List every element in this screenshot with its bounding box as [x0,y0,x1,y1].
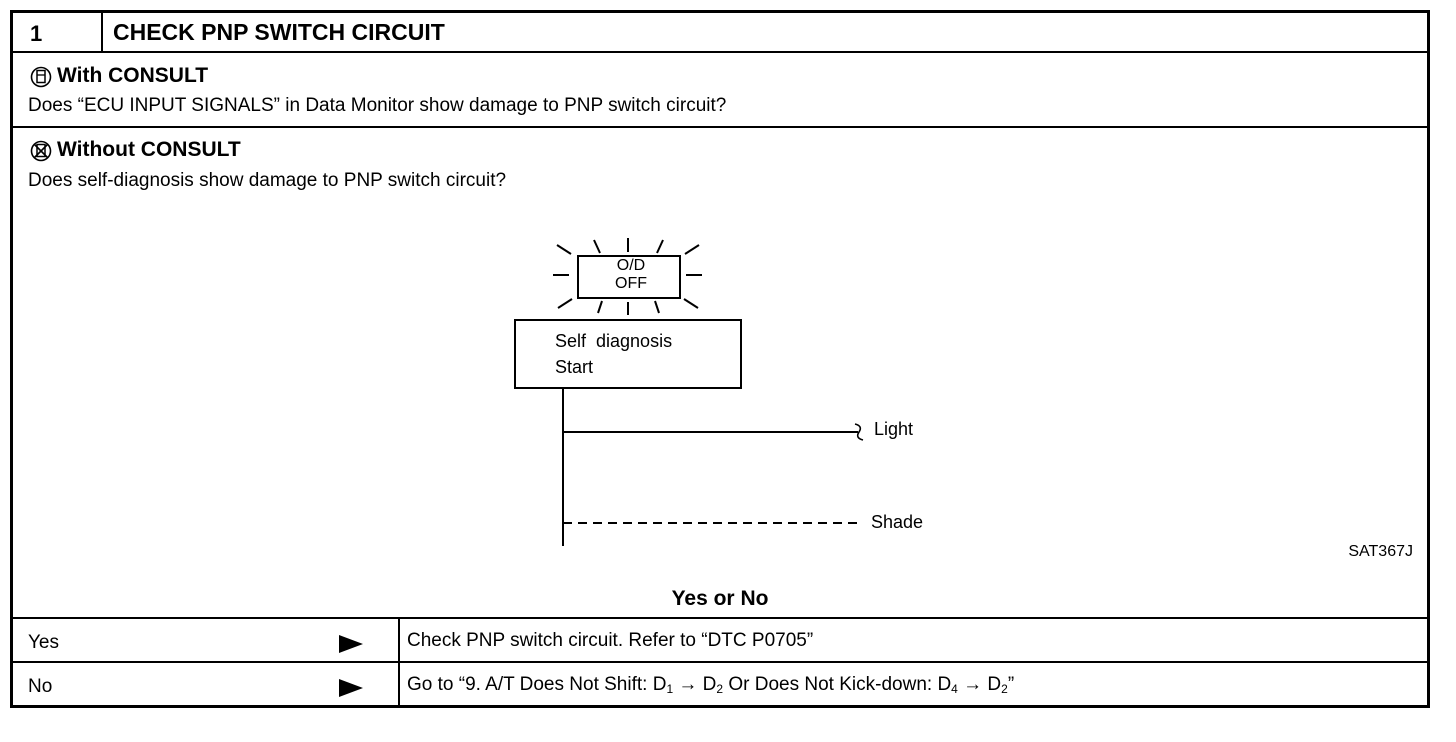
with-consult-title: With CONSULT [57,64,209,87]
header-divider [101,13,103,51]
shade-label: Shade [871,512,924,532]
lamp-rays [553,238,702,315]
box-text-line2: Start [555,357,594,377]
decision-rule [13,617,1427,619]
self-diagnosis-box [514,319,742,389]
inspection-procedure-table: 1 CHECK PNP SWITCH CIRCUIT With CONSULT … [10,10,1430,708]
no-action: Go to “9. A/T Does Not Shift: D1 → D2 Or… [407,674,1015,696]
lamp-text-line2: OFF [615,275,647,292]
yes-answer: Yes [28,632,59,653]
section-rule-1 [13,126,1427,128]
no-answer: No [28,676,53,697]
self-diagnosis-diagram [514,238,864,546]
step-number: 1 [30,21,43,46]
od-off-lamp [577,255,681,299]
without-consult-question: Does self-diagnosis show damage to PNP s… [28,170,507,191]
decision-label: Yes or No [671,587,769,610]
row-rule [13,661,1427,663]
light-label: Light [874,419,914,439]
figure-reference: SAT367J [1348,543,1413,560]
yes-arrow-icon [339,635,363,653]
no-arrow-icon [339,679,363,697]
yes-action: Check PNP switch circuit. Refer to “DTC … [407,630,814,651]
with-consult-question: Does “ECU INPUT SIGNALS” in Data Monitor… [28,95,727,116]
consult-disconnected-icon [30,140,52,162]
step-title: CHECK PNP SWITCH CIRCUIT [113,19,445,45]
light-break-mark [854,423,864,441]
lamp-text-line1: O/D [616,257,646,274]
without-consult-title: Without CONSULT [57,138,241,161]
consult-connected-icon [30,66,52,88]
header-rule [13,51,1427,53]
box-text-line1: Self diagnosis [555,331,673,351]
